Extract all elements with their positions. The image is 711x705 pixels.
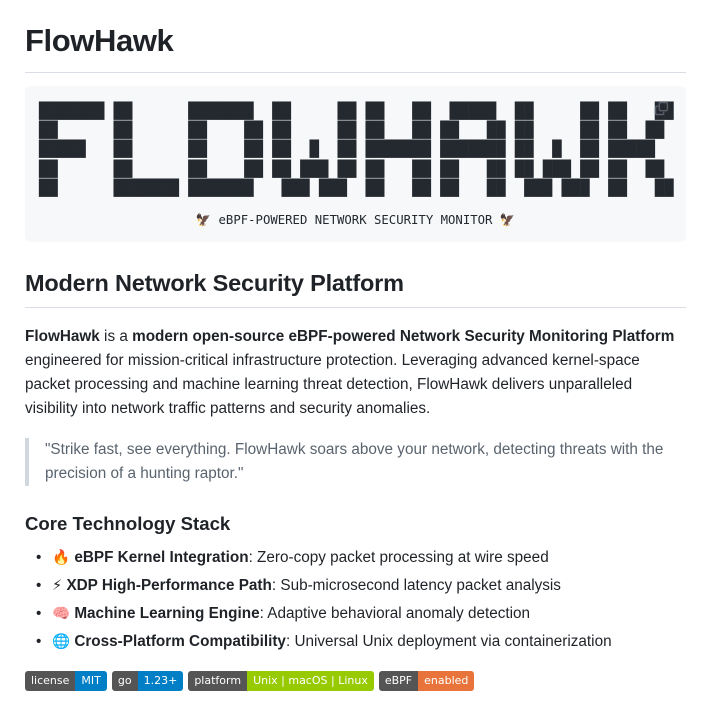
list-item: 🔥 eBPF Kernel Integration: Zero-copy pac… (36, 548, 686, 568)
intro-paragraph: FlowHawk is a modern open-source eBPF-po… (25, 325, 686, 421)
badge-value: Unix | macOS | Linux (247, 670, 374, 691)
list-item-desc: : Adaptive behavioral anomaly detection (259, 604, 531, 622)
page-title: FlowHawk (25, 23, 174, 58)
badge-label: eBPF (378, 670, 419, 691)
list-item-desc: : Zero-copy packet processing at wire sp… (248, 548, 549, 566)
badge-platform[interactable]: platform Unix | macOS | Linux (188, 670, 374, 691)
pull-quote: "Strike fast, see everything. FlowHawk s… (25, 437, 686, 486)
list-item-term: Machine Learning Engine (74, 604, 260, 622)
copy-icon[interactable] (648, 96, 674, 122)
badge-ebpf[interactable]: eBPF enabled (378, 670, 475, 691)
list-item-term: Cross-Platform Compatibility (74, 632, 286, 650)
list-item: 🧠 Machine Learning Engine: Adaptive beha… (36, 604, 686, 624)
list-item-term: XDP High-Performance Path (66, 576, 272, 594)
list-item-term: eBPF Kernel Integration (74, 548, 249, 566)
tech-stack-list: 🔥 eBPF Kernel Integration: Zero-copy pac… (25, 548, 686, 652)
badge-label: platform (188, 670, 248, 691)
title-divider (25, 71, 686, 73)
list-item: 🌐 Cross-Platform Compatibility: Universa… (36, 632, 686, 652)
badge-label: go (111, 670, 138, 691)
paragraph-lead-term: FlowHawk (25, 327, 100, 345)
list-item-desc: : Universal Unix deployment via containe… (285, 632, 612, 650)
badge-license[interactable]: license MIT (25, 670, 107, 691)
badge-row: license MIT go 1.23+ platform Unix | mac… (25, 670, 686, 691)
badge-value: 1.23+ (137, 670, 184, 691)
paragraph-body-text: engineered for mission-critical infrastr… (25, 351, 640, 417)
globe-icon: 🌐 (52, 633, 71, 650)
paragraph-strong-phrase: modern open-source eBPF-powered Network … (132, 327, 675, 345)
ascii-art-logo: ███████ ██ ███████ ██ ██ ██ ██ █████ ██ … (39, 101, 674, 197)
list-item: ⚡ XDP High-Performance Path: Sub-microse… (36, 576, 686, 596)
list-item-desc: : Sub-microsecond latency packet analysi… (271, 576, 561, 594)
ascii-banner-block: ███████ ██ ███████ ██ ██ ██ ██ █████ ██ … (25, 85, 686, 243)
brain-icon: 🧠 (52, 605, 71, 622)
badge-value: MIT (75, 670, 107, 691)
lightning-icon: ⚡ (52, 577, 63, 594)
banner-tagline: 🦅 eBPF-POWERED NETWORK SECURITY MONITOR … (195, 213, 516, 228)
section-heading: Modern Network Security Platform (25, 269, 686, 308)
fire-icon: 🔥 (52, 549, 71, 566)
badge-value: enabled (418, 670, 475, 691)
badge-go[interactable]: go 1.23+ (111, 670, 184, 691)
stack-heading: Core Technology Stack (25, 512, 231, 534)
paragraph-mid-text: is a (99, 327, 133, 345)
badge-label: license (25, 670, 76, 691)
